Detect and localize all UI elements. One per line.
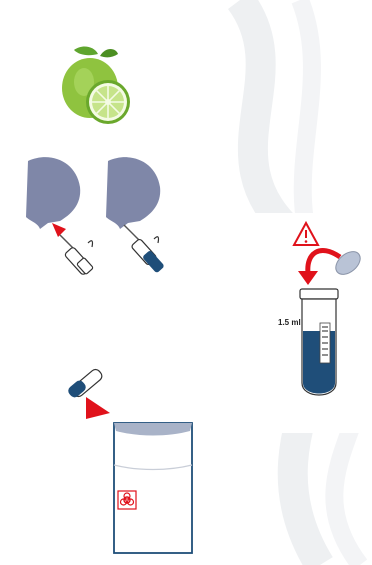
nose-swab-icon [26, 157, 93, 275]
tube-volume-label: 1.5 ml [278, 318, 301, 327]
specimen-tube-panel [250, 213, 372, 433]
biohazard-icon [118, 491, 136, 509]
specimen-tube-icon [300, 289, 338, 395]
biohazard-bag-panel [58, 353, 205, 554]
warning-icon [294, 223, 318, 245]
nasal-swab-panel [0, 147, 228, 321]
lime-panel [54, 42, 134, 135]
lime-icon [54, 42, 134, 135]
small-tube-icon [66, 367, 104, 399]
nose-swab-inserted-icon [106, 157, 165, 273]
